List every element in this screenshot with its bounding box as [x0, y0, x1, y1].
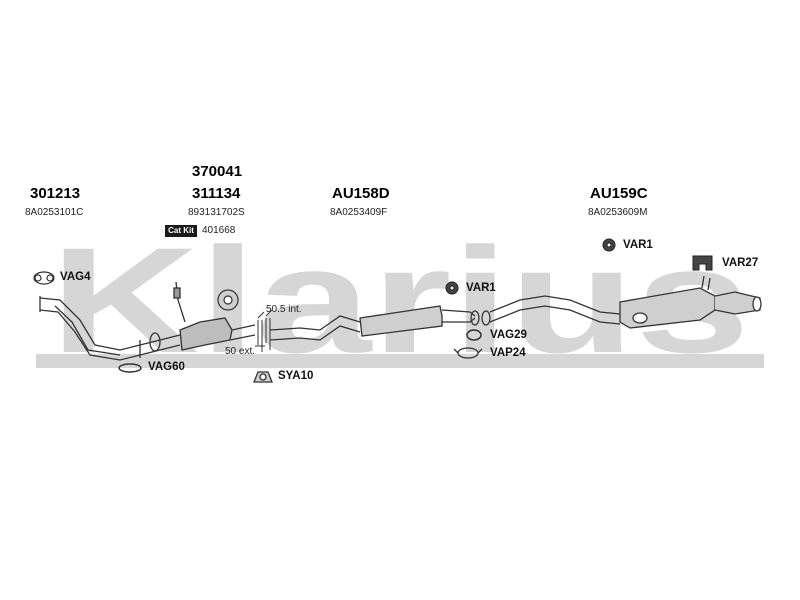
downpipe [39, 296, 141, 361]
part-var27-label: VAR27 [722, 257, 759, 269]
gasket-vag4-shape [33, 271, 55, 285]
section-4-ref: 8A0253609M [588, 207, 648, 218]
mount-var1-a-shape [445, 281, 459, 295]
watermark-bar [36, 354, 764, 368]
catkit-badge: Cat Kit [165, 225, 197, 237]
section-2-ref: 893131702S [188, 207, 245, 218]
part-var1-a-label: VAR1 [466, 282, 496, 294]
section-2-code-top: 370041 [192, 163, 243, 180]
catkit-ref: 401668 [202, 225, 236, 236]
part-vag29-label: VAG29 [490, 329, 527, 341]
part-vag4-label: VAG4 [60, 271, 91, 283]
part-vag60-label: VAG60 [148, 361, 185, 373]
dimension-marks [255, 309, 273, 352]
gasket-disc [217, 289, 239, 311]
mount-var1-b-shape [602, 238, 616, 252]
part-var1-b-label: VAR1 [623, 239, 653, 251]
clamp-vap24-shape [453, 347, 483, 359]
section-1-code: 301213 [30, 185, 81, 202]
section-3-ref: 8A0253409F [330, 207, 388, 218]
dimension-int-label: 50.5 int. [266, 304, 302, 315]
section-1-ref: 8A0253101C [25, 207, 84, 218]
part-sya10-label: SYA10 [278, 370, 314, 382]
rear-silencer-shape [481, 275, 762, 329]
part-vap24-label: VAP24 [490, 347, 526, 359]
section-2-code: 311134 [192, 185, 241, 202]
section-4-code: AU159C [590, 185, 648, 202]
catalytic-converter-shape [139, 281, 256, 356]
ring-vag60-shape [118, 363, 142, 373]
centre-silencer-shape [269, 305, 480, 341]
bracket-var27-shape [692, 255, 713, 271]
hanger-sya10-shape [253, 371, 273, 383]
ring-vag29-shape [466, 329, 482, 341]
section-3-code: AU158D [332, 185, 390, 202]
dimension-ext-label: 50 ext. [225, 346, 256, 357]
